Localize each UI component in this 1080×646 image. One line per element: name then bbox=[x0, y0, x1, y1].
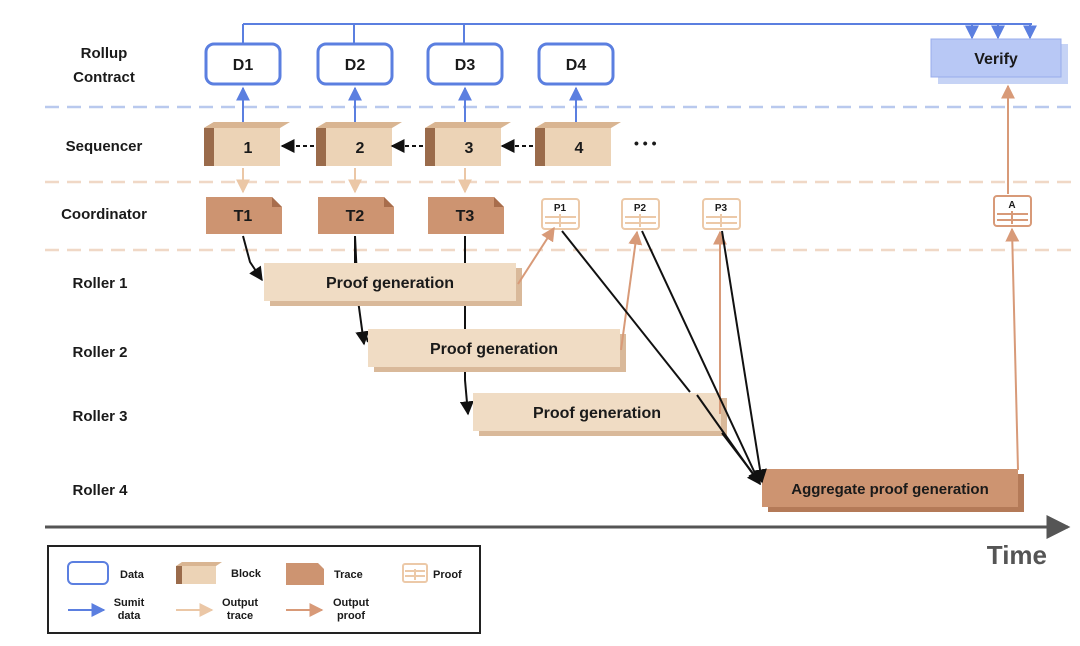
bar-roller1: Proof generation bbox=[264, 263, 522, 306]
block-label: 2 bbox=[356, 140, 365, 157]
legend-submit-label-2: data bbox=[118, 610, 142, 622]
output-proof-arrows bbox=[517, 84, 1020, 471]
trace-t2: T2 bbox=[318, 197, 394, 234]
data-box-label: D2 bbox=[345, 57, 366, 74]
data-box-d4: D4 bbox=[537, 42, 615, 86]
block-1: 1 bbox=[204, 122, 290, 166]
submit-data-bus bbox=[242, 23, 1037, 43]
bar-label: Proof generation bbox=[430, 341, 558, 358]
bar-label: Proof generation bbox=[326, 275, 454, 292]
block-2: 2 bbox=[316, 122, 402, 166]
data-box-label: D4 bbox=[566, 57, 587, 74]
proof-p1: P1 bbox=[541, 198, 580, 230]
legend-trace-label: Trace bbox=[334, 569, 363, 581]
legend-data-label: Data bbox=[120, 569, 145, 581]
data-box-d3: D3 bbox=[426, 42, 504, 86]
bar-roller2: Proof generation bbox=[368, 329, 626, 372]
legend: Data Block Trace Proof Sumit data Output… bbox=[47, 545, 481, 634]
dispatch-arrows bbox=[242, 235, 474, 416]
proof-label: P1 bbox=[554, 203, 567, 214]
block-label: 3 bbox=[465, 140, 474, 157]
block-label: 4 bbox=[575, 140, 584, 157]
proof-p3: P3 bbox=[702, 198, 741, 230]
legend-output-proof-label-1: Output bbox=[333, 597, 369, 609]
data-box-label: D1 bbox=[233, 57, 254, 74]
verify-box: Verify bbox=[930, 38, 1068, 84]
proof-aggregate-a: A bbox=[993, 195, 1032, 227]
trace-label: T3 bbox=[456, 208, 475, 225]
submit-data-arrows bbox=[236, 86, 583, 124]
bar-label: Proof generation bbox=[533, 405, 661, 422]
bar-label: Aggregate proof generation bbox=[791, 481, 989, 498]
row-label-rollup-1: Rollup bbox=[81, 45, 128, 62]
proof-label: A bbox=[1008, 200, 1015, 211]
trace-label: T1 bbox=[234, 208, 253, 225]
output-trace-arrows bbox=[236, 168, 472, 194]
legend-data-swatch bbox=[67, 561, 109, 585]
verify-label: Verify bbox=[974, 51, 1018, 68]
row-label-roller1: Roller 1 bbox=[72, 275, 127, 292]
trace-t3: T3 bbox=[428, 197, 504, 234]
aggregate-input-arrows bbox=[561, 230, 767, 486]
row-label-roller3: Roller 3 bbox=[72, 408, 127, 425]
legend-submit-label-1: Sumit bbox=[114, 597, 145, 609]
legend-block-swatch bbox=[176, 562, 222, 584]
proof-label: P2 bbox=[634, 203, 647, 214]
proof-label: P3 bbox=[715, 203, 728, 214]
legend-proof-label: Proof bbox=[433, 569, 462, 581]
bar-roller3: Proof generation bbox=[473, 393, 727, 436]
data-box-label: D3 bbox=[455, 57, 476, 74]
bar-roller4: Aggregate proof generation bbox=[762, 469, 1024, 512]
block-label: 1 bbox=[244, 140, 253, 157]
legend-output-trace-label-2: trace bbox=[227, 610, 253, 622]
legend-output-proof-label-2: proof bbox=[337, 610, 365, 622]
legend-proof-swatch bbox=[402, 563, 428, 583]
proof-p2: P2 bbox=[621, 198, 660, 230]
block-4: 4 bbox=[535, 122, 621, 166]
row-label-roller4: Roller 4 bbox=[72, 482, 128, 499]
row-label-rollup-2: Contract bbox=[73, 69, 135, 86]
time-label: Time bbox=[987, 540, 1047, 570]
data-box-d1: D1 bbox=[204, 42, 282, 86]
legend-block-label: Block bbox=[231, 568, 262, 580]
row-label-sequencer: Sequencer bbox=[66, 138, 143, 155]
trace-t1: T1 bbox=[206, 197, 282, 234]
legend-trace-swatch bbox=[286, 563, 324, 585]
trace-label: T2 bbox=[346, 208, 365, 225]
ellipsis: • • • bbox=[634, 135, 657, 151]
data-box-d2: D2 bbox=[316, 42, 394, 86]
row-label-coordinator: Coordinator bbox=[61, 206, 147, 223]
block-3: 3 bbox=[425, 122, 511, 166]
row-label-roller2: Roller 2 bbox=[72, 344, 127, 361]
legend-output-trace-label-1: Output bbox=[222, 597, 258, 609]
